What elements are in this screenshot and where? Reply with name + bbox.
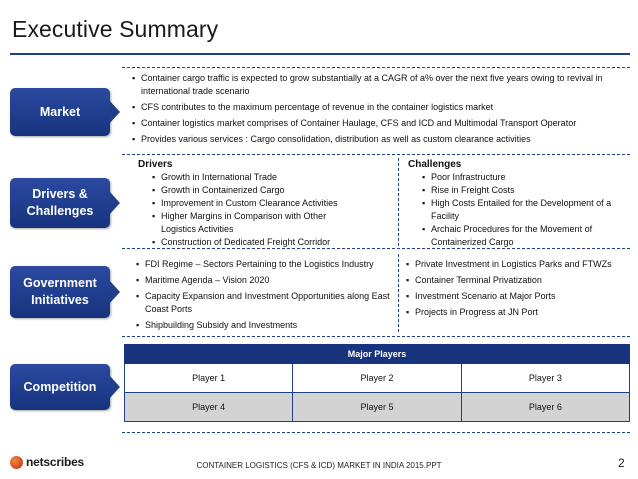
government-item: Container Terminal Privatization <box>406 274 630 287</box>
market-bullets: Container cargo traffic is expected to g… <box>132 72 628 146</box>
divider-top <box>122 67 630 68</box>
government-item: Maritime Agenda – Vision 2020 <box>136 274 392 287</box>
market-arrow <box>110 101 120 123</box>
competition-label-box: Competition <box>10 364 110 410</box>
table-row: Player 4 Player 5 Player 6 <box>123 392 631 422</box>
footer-document-title: CONTAINER LOGISTICS (CFS & ICD) MARKET I… <box>196 461 442 470</box>
challenges-heading: Challenges <box>408 159 462 170</box>
market-label: Market <box>39 104 81 119</box>
driver-item: Higher Margins in Comparison with Other … <box>152 210 342 236</box>
logo-icon <box>10 455 23 469</box>
government-item: Projects in Progress at JN Port <box>406 306 630 319</box>
challenge-item: Poor Infrastructure <box>422 171 622 184</box>
player-cell: Player 2 <box>292 363 462 393</box>
government-left-column: FDI Regime – Sectors Pertaining to the L… <box>136 258 392 332</box>
challenge-item: Rise in Freight Costs <box>422 184 622 197</box>
market-label-box: Market <box>10 88 110 136</box>
government-label-2: Initiatives <box>31 293 89 307</box>
table-row: Player 1 Player 2 Player 3 <box>123 363 631 393</box>
competition-label: Competition <box>23 379 97 394</box>
drivers-challenges-arrow <box>110 192 120 214</box>
major-players-table: Major Players Player 1 Player 2 Player 3… <box>123 344 631 422</box>
challenge-item: High Costs Entailed for the Development … <box>422 197 622 223</box>
player-cell: Player 5 <box>292 392 462 422</box>
drivers-challenges-label-1: Drivers & <box>32 187 88 202</box>
government-arrow <box>110 281 120 303</box>
driver-item: Growth in Containerized Cargo <box>152 184 342 197</box>
government-item: Investment Scenario at Major Ports <box>406 290 630 303</box>
government-item: Private Investment in Logistics Parks an… <box>406 258 630 271</box>
market-bullet: CFS contributes to the maximum percentag… <box>132 101 628 114</box>
market-bullet: Container logistics market comprises of … <box>132 117 628 130</box>
driver-item: Construction of Dedicated Freight Corrid… <box>152 236 392 249</box>
government-right-column: Private Investment in Logistics Parks an… <box>406 258 630 319</box>
title-rule <box>10 53 630 55</box>
divider-vertical-government <box>398 254 399 332</box>
competition-arrow <box>110 376 120 398</box>
challenge-item: Archaic Procedures for the Movement of C… <box>422 223 622 249</box>
player-cell: Player 4 <box>123 392 294 422</box>
major-players-header: Major Players <box>124 344 630 364</box>
drivers-challenges-label-box: Drivers & Challenges <box>10 178 110 228</box>
netscribes-logo: netscribes <box>10 455 84 469</box>
drivers-challenges-label-2: Challenges <box>26 204 94 218</box>
divider-bottom <box>122 432 630 433</box>
driver-item: Improvement in Custom Clearance Activiti… <box>152 197 342 210</box>
player-cell: Player 1 <box>123 363 294 393</box>
player-cell: Player 6 <box>460 392 631 422</box>
page-number: 2 <box>618 456 625 470</box>
logo-text: netscribes <box>26 455 85 469</box>
drivers-heading: Drivers <box>138 159 173 170</box>
government-item: Shipbuilding Subsidy and Investments <box>136 319 392 332</box>
drivers-column: Drivers Growth in International Trade Gr… <box>138 158 384 249</box>
market-bullet: Provides various services : Cargo consol… <box>132 133 628 146</box>
divider-vertical-drivers <box>398 158 399 246</box>
divider-government <box>122 336 630 337</box>
market-bullet: Container cargo traffic is expected to g… <box>132 72 628 98</box>
government-item: Capacity Expansion and Investment Opport… <box>136 290 392 316</box>
challenges-column: Challenges Poor Infrastructure Rise in F… <box>408 158 630 249</box>
page-title: Executive Summary <box>12 16 219 42</box>
government-label-1: Government <box>23 276 97 291</box>
player-cell: Player 3 <box>460 363 631 393</box>
divider-market <box>122 154 630 155</box>
government-item: FDI Regime – Sectors Pertaining to the L… <box>136 258 392 271</box>
government-label-box: Government Initiatives <box>10 266 110 318</box>
driver-item: Growth in International Trade <box>152 171 342 184</box>
